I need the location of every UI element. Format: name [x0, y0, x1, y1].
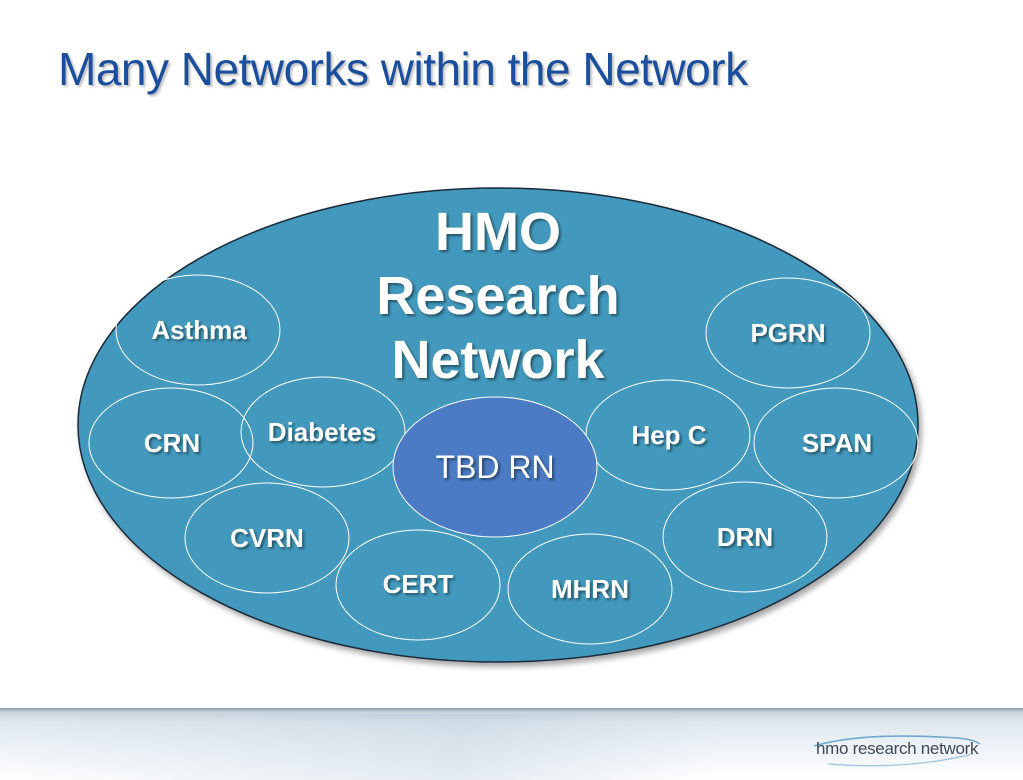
network-label-cvrn: CVRN [230, 523, 304, 553]
network-label-pgrn: PGRN [750, 318, 825, 348]
network-label-drn: DRN [717, 522, 773, 552]
slide-title: Many Networks within the Network [58, 43, 748, 95]
logo-text: hmo research network [816, 739, 979, 758]
mhrn-circle [507, 533, 673, 645]
center-network-label: TBD RN [435, 449, 554, 485]
drn-circle [662, 481, 828, 593]
pgrn-circle [705, 277, 871, 389]
network-label-hep-c: Hep C [631, 420, 706, 450]
network-label-diabetes: Diabetes [268, 417, 376, 447]
crn-circle [88, 387, 254, 499]
hmo-research-network-logo: hmo research network [808, 732, 983, 768]
network-label-mhrn: MHRN [551, 574, 629, 604]
main-network-label-line-1: HMO [435, 202, 561, 262]
asthma-circle [115, 274, 281, 386]
cert-circle [335, 529, 501, 641]
diabetes-circle [240, 376, 406, 488]
span-circle [753, 387, 919, 499]
network-label-asthma: Asthma [151, 315, 247, 345]
footer-band [0, 708, 1023, 780]
network-label-span: SPAN [802, 428, 872, 458]
main-network-label-line-3: Network [391, 330, 605, 390]
tbd-rn-ellipse [392, 396, 598, 538]
network-label-cert: CERT [383, 569, 454, 599]
cvrn-circle [184, 482, 350, 594]
network-label-crn: CRN [144, 428, 200, 458]
logo-wave-icon [813, 735, 981, 767]
main-network-label-line-2: Research [376, 266, 619, 326]
